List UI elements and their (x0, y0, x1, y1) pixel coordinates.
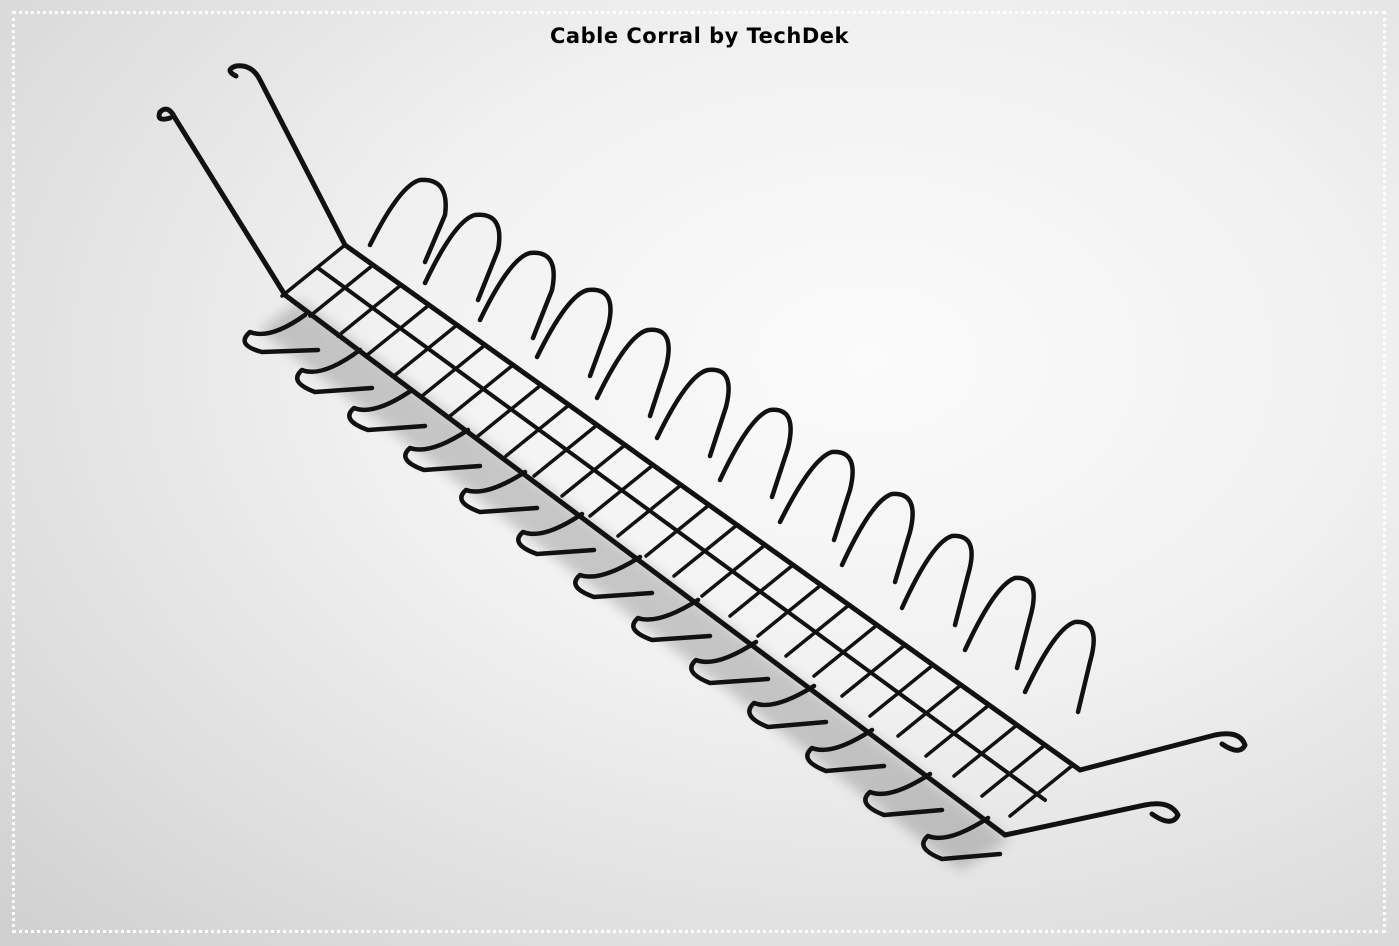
hook-bottom-right-b (1002, 801, 1181, 838)
wire-rack (156, 63, 1248, 862)
rail-bottom (282, 292, 1008, 838)
rail-top (342, 242, 1083, 773)
cross-wires (280, 243, 1075, 818)
rack-shadow (260, 300, 1010, 870)
upper-loops (367, 177, 1096, 715)
photo-caption-title: Cable Corral by TechDek (550, 24, 849, 48)
rail-middle (316, 266, 1047, 802)
hook-top-left-a (156, 106, 288, 298)
hook-bottom-right-a (1077, 731, 1248, 773)
hook-top-left-b (227, 63, 348, 248)
lower-loops (242, 312, 1003, 862)
